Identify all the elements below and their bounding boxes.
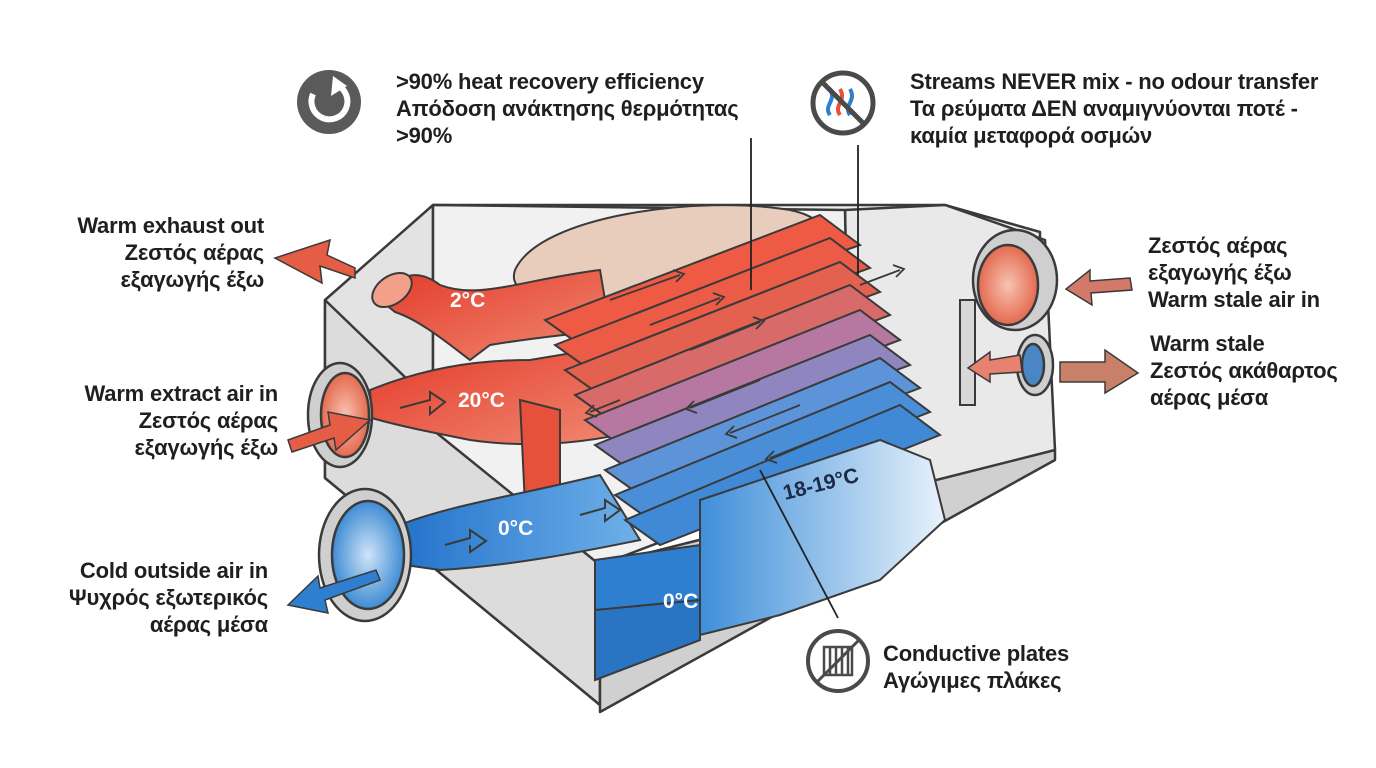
right-top-line-2: εξαγωγής έξω: [1148, 260, 1292, 285]
warm-exhaust-out-line-1: Warm exhaust out: [77, 213, 264, 238]
warm-exhaust-out-line-2: Ζεστός αέρας: [124, 240, 265, 265]
right-top-line-3: Warm stale air in: [1148, 287, 1320, 312]
cold-airflow: [398, 473, 701, 682]
right-out-arrow: [1059, 348, 1140, 395]
right-bottom-line-3: αέρας μέσα: [1150, 385, 1269, 410]
no-mix-callout: Streams NEVER mix - no odour transfer Τα…: [910, 68, 1318, 149]
cold-outside-in-line-1: Cold outside air in: [79, 558, 268, 583]
outside-stream: [398, 473, 642, 572]
exhaust-out-arrow: [273, 238, 356, 285]
warm-exhaust-out-line-3: εξαγωγής έξω: [120, 267, 265, 292]
right-bottom-line-2: Ζεστός ακάθαρτος: [1150, 358, 1338, 383]
exhaust-port: [371, 271, 413, 309]
conductive-plates-icon: [806, 629, 870, 693]
no-mix-line-3: καμία μεταφορά οσμών: [910, 123, 1153, 148]
stream-arrows: [399, 390, 622, 554]
efficiency-line-3: >90%: [396, 123, 453, 148]
temp-extract: 20°C: [458, 389, 505, 412]
heat-recovery-cycle-icon: [297, 70, 361, 134]
temp-exhaust: 2°C: [450, 289, 485, 312]
outside-air-port: [317, 487, 413, 623]
right-divider: [959, 299, 976, 406]
cold-outside-in-line-3: αέρας μέσα: [149, 612, 268, 637]
right-warm-port: [971, 228, 1059, 332]
cold-outside-in-line-2: Ψυχρός εξωτερικός: [68, 585, 268, 610]
warm-extract-in-label: Warm extract air in Ζεστός αέρας εξαγωγή…: [84, 380, 279, 461]
no-mixing-streams-icon: [810, 70, 876, 136]
temp-outside: 0°C: [498, 517, 533, 540]
external-arrows: [273, 238, 1140, 614]
right-inner-arrow: [966, 350, 1023, 384]
leader-lines: [750, 138, 859, 619]
right-top-line-1: Ζεστός αέρας: [1148, 233, 1288, 258]
temp-lower: 0°C: [663, 590, 698, 613]
plates-line-1: Conductive plates: [883, 641, 1070, 666]
extract-in-arrow: [287, 411, 372, 453]
bottom-channel: [594, 598, 701, 682]
warm-extract-in-line-2: Ζεστός αέρας: [138, 408, 279, 433]
no-mix-line-1: Streams NEVER mix - no odour transfer: [910, 69, 1319, 94]
warm-exhaust-out-label: Warm exhaust out Ζεστός αέρας εξαγωγής έ…: [77, 212, 264, 293]
right-bottom-line-1: Warm stale: [1150, 331, 1265, 356]
right-stale-port: [1015, 333, 1055, 397]
warm-extract-in-line-3: εξαγωγής έξω: [134, 435, 279, 460]
flow-arrows: [584, 264, 906, 464]
efficiency-callout: >90% heat recovery efficiency Απόδοση αν…: [396, 68, 739, 149]
plate-stack: [542, 213, 947, 637]
no-mix-line-2: Τα ρεύματα ΔΕΝ αναμιγνύονται ποτέ -: [910, 96, 1298, 121]
supply-volume: [699, 438, 947, 637]
efficiency-line-1: >90% heat recovery efficiency: [396, 69, 704, 94]
cold-outside-in-label: Cold outside air in Ψυχρός εξωτερικός αέ…: [69, 557, 268, 638]
warm-extract-in-line-1: Warm extract air in: [84, 381, 279, 406]
plates-callout: Conductive plates Αγώγιμες πλάκες: [883, 640, 1069, 694]
right-bottom-label: Warm stale Ζεστός ακάθαρτος αέρας μέσα: [1150, 330, 1338, 411]
right-top-label: Ζεστός αέρας εξαγωγής έξω Warm stale air…: [1148, 232, 1320, 313]
plates-line-2: Αγώγιμες πλάκες: [883, 668, 1062, 693]
right-in-arrow: [1064, 268, 1133, 307]
efficiency-line-2: Απόδοση ανάκτησης θερμότητας: [396, 96, 739, 121]
outside-in-arrow: [286, 569, 381, 614]
